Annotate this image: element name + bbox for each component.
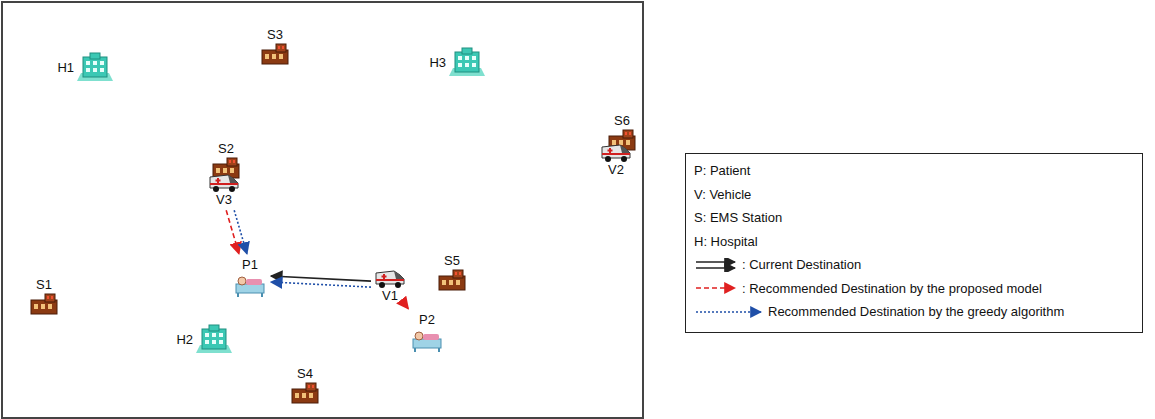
route-arrow	[271, 282, 371, 287]
route-arrow	[406, 306, 408, 308]
legend-text: : Recommended Destination by the propose…	[742, 281, 1042, 296]
legend-entry: Recommended Destination by the greedy al…	[694, 300, 1134, 324]
marker-icon	[75, 51, 115, 85]
node-label: S1	[35, 278, 53, 292]
node-label: H3	[428, 56, 447, 70]
marker-icon	[447, 46, 487, 80]
legend-line-sample	[694, 258, 738, 272]
legend-line-sample	[694, 305, 764, 319]
legend-entry: : Current Destination	[694, 253, 1134, 277]
legend-entry: S: EMS Station	[694, 206, 1134, 230]
map-marker: S5	[437, 254, 467, 292]
route-arrow	[234, 210, 247, 253]
node-label: V3	[215, 193, 233, 207]
node-label: V2	[607, 163, 625, 177]
map-marker: S1	[29, 278, 59, 316]
node-label: V1	[381, 289, 399, 303]
legend-text: Recommended Destination by the greedy al…	[768, 304, 1064, 319]
route-arrow	[271, 276, 371, 281]
legend-box: P: Patient V: Vehicle S: EMS Station H: Hos…	[685, 153, 1143, 333]
node-label: S2	[217, 142, 235, 156]
node-label: S3	[266, 28, 284, 42]
legend-text: H: Hospital	[694, 234, 758, 249]
marker-icon	[208, 171, 240, 193]
legend-line-sample	[694, 281, 738, 295]
map-marker: V3	[208, 171, 240, 207]
node-label: P1	[241, 258, 259, 272]
marker-icon	[194, 323, 234, 357]
marker-icon	[374, 267, 406, 289]
node-label: S4	[296, 367, 314, 381]
map-marker: S3	[260, 28, 290, 66]
marker-icon	[233, 272, 267, 298]
map-frame	[2, 2, 643, 418]
legend-text: V: Vehicle	[694, 187, 751, 202]
legend-entry: : Recommended Destination by the propose…	[694, 277, 1134, 301]
marker-icon	[29, 292, 59, 316]
node-label: H1	[56, 61, 75, 75]
marker-icon	[260, 42, 290, 66]
map-marker: P2	[410, 313, 444, 353]
map-marker: S4	[290, 367, 320, 405]
node-label: S5	[443, 254, 461, 268]
legend-text: S: EMS Station	[694, 210, 782, 225]
legend-text: : Current Destination	[742, 257, 861, 272]
marker-icon	[600, 141, 632, 163]
map-marker: V2	[600, 141, 632, 177]
legend-text: P: Patient	[694, 163, 750, 178]
marker-icon	[290, 381, 320, 405]
map-marker: V1	[374, 267, 406, 303]
marker-icon	[410, 327, 444, 353]
node-label: S6	[613, 114, 631, 128]
node-label: P2	[418, 313, 436, 327]
node-label: H2	[175, 333, 194, 347]
map-marker: H2	[175, 323, 234, 357]
legend-entry: P: Patient	[694, 159, 1134, 183]
map-marker: H3	[428, 46, 487, 80]
map-marker: H1	[56, 51, 115, 85]
route-arrow	[226, 210, 239, 253]
map-marker: S2	[211, 142, 241, 180]
legend-entry: V: Vehicle	[694, 183, 1134, 207]
legend-entry: H: Hospital	[694, 230, 1134, 254]
map-marker: P1	[233, 258, 267, 298]
marker-icon	[437, 268, 467, 292]
